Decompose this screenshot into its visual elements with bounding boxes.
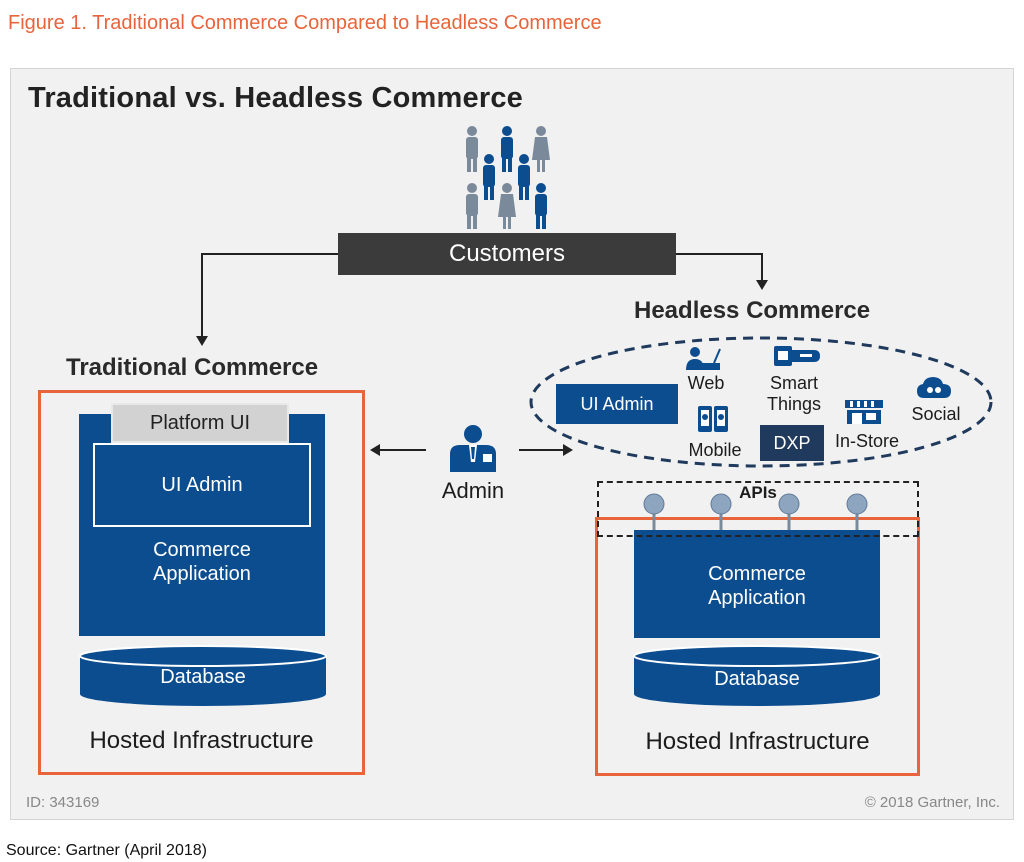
smart-things-label: Smart Things bbox=[758, 373, 830, 415]
headless-app-label: Commerce Application bbox=[634, 562, 880, 610]
social-label: Social bbox=[911, 404, 961, 424]
headless-ui-admin: UI Admin bbox=[556, 384, 678, 424]
customers-bar: Customers bbox=[338, 233, 676, 275]
traditional-infrastructure-label: Hosted Infrastructure bbox=[89, 727, 314, 754]
admin-label: Admin bbox=[441, 478, 505, 503]
dxp-box: DXP bbox=[760, 425, 824, 461]
admin-person-icon bbox=[450, 425, 496, 472]
mobile-icon bbox=[698, 406, 728, 432]
copyright: © 2018 Gartner, Inc. bbox=[864, 794, 1000, 811]
in-store-label: In-Store bbox=[834, 431, 900, 451]
person-group-icon bbox=[466, 126, 550, 229]
headless-app-line2: Application bbox=[708, 587, 806, 609]
web-label: Web bbox=[687, 373, 725, 393]
web-icon bbox=[686, 347, 721, 370]
api-node-icon bbox=[778, 493, 800, 515]
headless-commerce-title: Headless Commerce bbox=[634, 297, 871, 324]
traditional-ui-admin: UI Admin bbox=[93, 443, 311, 527]
mobile-label: Mobile bbox=[688, 440, 742, 460]
smart-line1: Smart bbox=[769, 373, 818, 393]
source-note: Source: Gartner (April 2018) bbox=[6, 842, 207, 859]
headless-app-line1: Commerce bbox=[708, 563, 806, 585]
in-store-icon bbox=[845, 400, 883, 424]
headless-database-label: Database bbox=[714, 668, 800, 690]
traditional-app-line2: Application bbox=[153, 563, 251, 585]
traditional-commerce-title: Traditional Commerce bbox=[66, 354, 319, 381]
smart-line2: Things bbox=[766, 394, 822, 414]
apis-label: APIs bbox=[739, 483, 777, 502]
apis-box bbox=[597, 481, 919, 537]
social-cloud-icon bbox=[917, 377, 951, 398]
api-connectors bbox=[643, 493, 868, 530]
headless-infrastructure-box bbox=[595, 517, 920, 776]
traditional-app-label: Commerce Application bbox=[79, 538, 325, 586]
api-node-icon bbox=[643, 493, 665, 515]
diagram-title: Traditional vs. Headless Commerce bbox=[28, 82, 523, 114]
api-node-icon bbox=[710, 493, 732, 515]
traditional-database-cylinder bbox=[79, 645, 327, 706]
headless-database-cylinder bbox=[633, 645, 881, 706]
traditional-infrastructure-box bbox=[38, 390, 365, 775]
smart-things-icon bbox=[774, 346, 820, 366]
headless-infrastructure-label: Hosted Infrastructure bbox=[645, 728, 870, 755]
channels-ellipse bbox=[529, 336, 993, 468]
diagram-id: ID: 343169 bbox=[26, 794, 100, 811]
traditional-app-line1: Commerce bbox=[153, 539, 251, 561]
figure-title: Figure 1. Traditional Commerce Compared … bbox=[8, 12, 602, 34]
headless-commerce-application bbox=[634, 530, 880, 638]
platform-ui: Platform UI bbox=[111, 403, 289, 443]
api-node-icon bbox=[846, 493, 868, 515]
traditional-database-label: Database bbox=[160, 666, 246, 688]
